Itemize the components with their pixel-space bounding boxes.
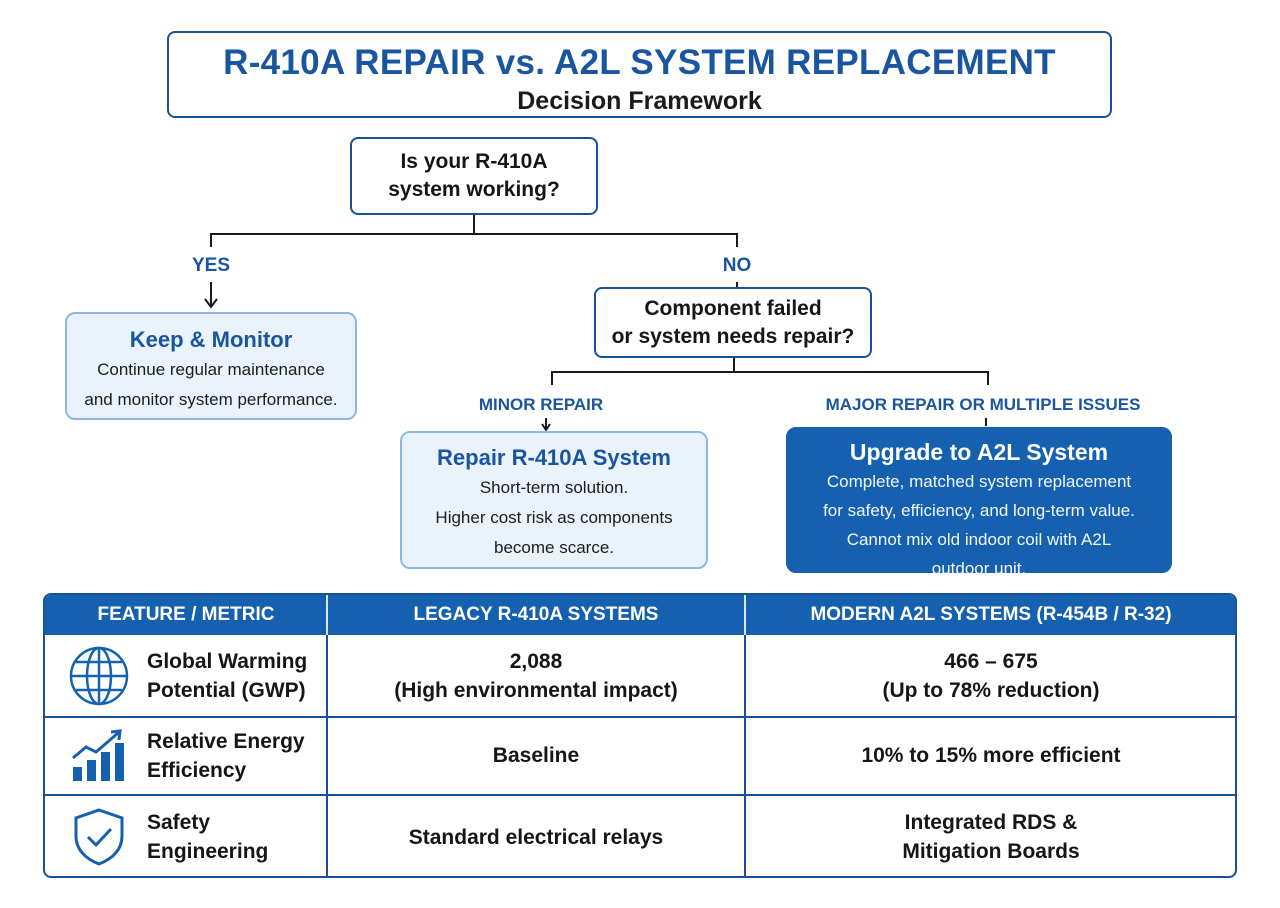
gwp-legacy-value: 2,088 bbox=[509, 649, 563, 673]
repair-r410a-text-line3: become scarce. bbox=[494, 538, 614, 557]
table-row-gwp-feature: Global Warming Potential (GWP) bbox=[45, 635, 327, 716]
table-row-safety-legacy: Standard electrical relays bbox=[408, 825, 664, 849]
upgrade-a2l-text-line1: Complete, matched system replacement bbox=[826, 472, 1132, 491]
table-header-divider bbox=[744, 595, 746, 635]
page-subtitle: Decision Framework bbox=[517, 87, 762, 115]
page-title: R-410A REPAIR vs. A2L SYSTEM REPLACEMENT bbox=[223, 43, 1056, 82]
shield-check-icon bbox=[67, 805, 131, 869]
question-component-failed-line1: Component failed bbox=[644, 296, 822, 320]
table-row-efficiency-feature: Relative Energy Efficiency bbox=[45, 717, 327, 794]
table-row-efficiency-legacy: Baseline bbox=[492, 744, 580, 767]
branch-label-no: NO bbox=[722, 255, 752, 276]
question-component-failed-line2: or system needs repair? bbox=[611, 324, 855, 348]
branch-label-yes: YES bbox=[191, 255, 231, 276]
repair-r410a-text-line1: Short-term solution. bbox=[479, 478, 629, 497]
table-row-gwp-modern: 466 – 675 (Up to 78% reduction) bbox=[745, 635, 1235, 716]
safety-modern-line2: Mitigation Boards bbox=[902, 840, 1080, 863]
keep-monitor-text-line1: Continue regular maintenance bbox=[97, 360, 325, 379]
question-system-working: Is your R-410A system working? bbox=[350, 137, 598, 215]
gwp-feature-label-line1: Global Warming bbox=[147, 649, 308, 673]
globe-icon bbox=[67, 644, 131, 708]
gwp-legacy-note: (High environmental impact) bbox=[394, 678, 678, 702]
efficiency-feature-label-line1: Relative Energy bbox=[147, 729, 305, 753]
repair-r410a-title: Repair R-410A System bbox=[437, 445, 671, 470]
upgrade-a2l-text-line4: outdoor unit. bbox=[931, 559, 1027, 578]
comparison-table: FEATURE / METRIC LEGACY R-410A SYSTEMS M… bbox=[43, 593, 1237, 878]
gwp-feature-label-line2: Potential (GWP) bbox=[147, 678, 306, 702]
table-row-safety-modern: Integrated RDS & Mitigation Boards bbox=[745, 796, 1235, 876]
table-row-gwp-legacy: 2,088 (High environmental impact) bbox=[327, 635, 745, 716]
repair-r410a-box: Repair R-410A System Short-term solution… bbox=[400, 431, 708, 569]
title-box: R-410A REPAIR vs. A2L SYSTEM REPLACEMENT… bbox=[167, 31, 1112, 118]
upgrade-a2l-box: Upgrade to A2L System Complete, matched … bbox=[786, 427, 1172, 578]
question-system-working-line1: Is your R-410A bbox=[400, 150, 548, 173]
repair-r410a-text-line2: Higher cost risk as components bbox=[435, 508, 673, 527]
safety-feature-label-line1: Safety bbox=[147, 811, 211, 834]
branch-label-minor-repair: MINOR REPAIR bbox=[478, 395, 604, 414]
table-header-divider bbox=[326, 595, 328, 635]
table-divider bbox=[326, 595, 328, 876]
connector-q2-split bbox=[551, 358, 989, 385]
safety-feature-label-line2: Engineering bbox=[147, 840, 269, 863]
keep-monitor-box: Keep & Monitor Continue regular maintena… bbox=[65, 312, 357, 420]
gwp-modern-note: (Up to 78% reduction) bbox=[882, 678, 1100, 702]
connector-q1-split bbox=[210, 215, 738, 247]
table-header-modern: MODERN A2L SYSTEMS (R-454B / R-32) bbox=[745, 595, 1235, 635]
keep-monitor-text-line2: and monitor system performance. bbox=[84, 390, 338, 409]
gwp-modern-value: 466 – 675 bbox=[944, 649, 1038, 673]
table-row-safety-feature: Safety Engineering bbox=[45, 796, 327, 876]
branch-label-major-repair: MAJOR REPAIR OR MULTIPLE ISSUES bbox=[825, 395, 1141, 414]
efficiency-feature-label-line2: Efficiency bbox=[147, 758, 247, 782]
upgrade-a2l-text-line2: for safety, efficiency, and long-term va… bbox=[823, 501, 1135, 520]
question-system-working-line2: system working? bbox=[388, 178, 560, 201]
table-divider bbox=[45, 794, 1235, 796]
table-divider bbox=[45, 716, 1235, 718]
table-header-feature: FEATURE / METRIC bbox=[45, 595, 327, 635]
upgrade-a2l-text-line3: Cannot mix old indoor coil with A2L bbox=[846, 530, 1112, 549]
growth-chart-icon bbox=[67, 724, 131, 788]
table-header-legacy: LEGACY R-410A SYSTEMS bbox=[327, 595, 745, 635]
table-divider bbox=[744, 595, 746, 876]
question-component-failed: Component failed or system needs repair? bbox=[594, 287, 872, 358]
upgrade-a2l-title: Upgrade to A2L System bbox=[849, 439, 1109, 465]
table-row-efficiency-modern: 10% to 15% more efficient bbox=[861, 744, 1121, 767]
safety-modern-line1: Integrated RDS & bbox=[904, 811, 1078, 834]
keep-monitor-title: Keep & Monitor bbox=[129, 327, 293, 352]
